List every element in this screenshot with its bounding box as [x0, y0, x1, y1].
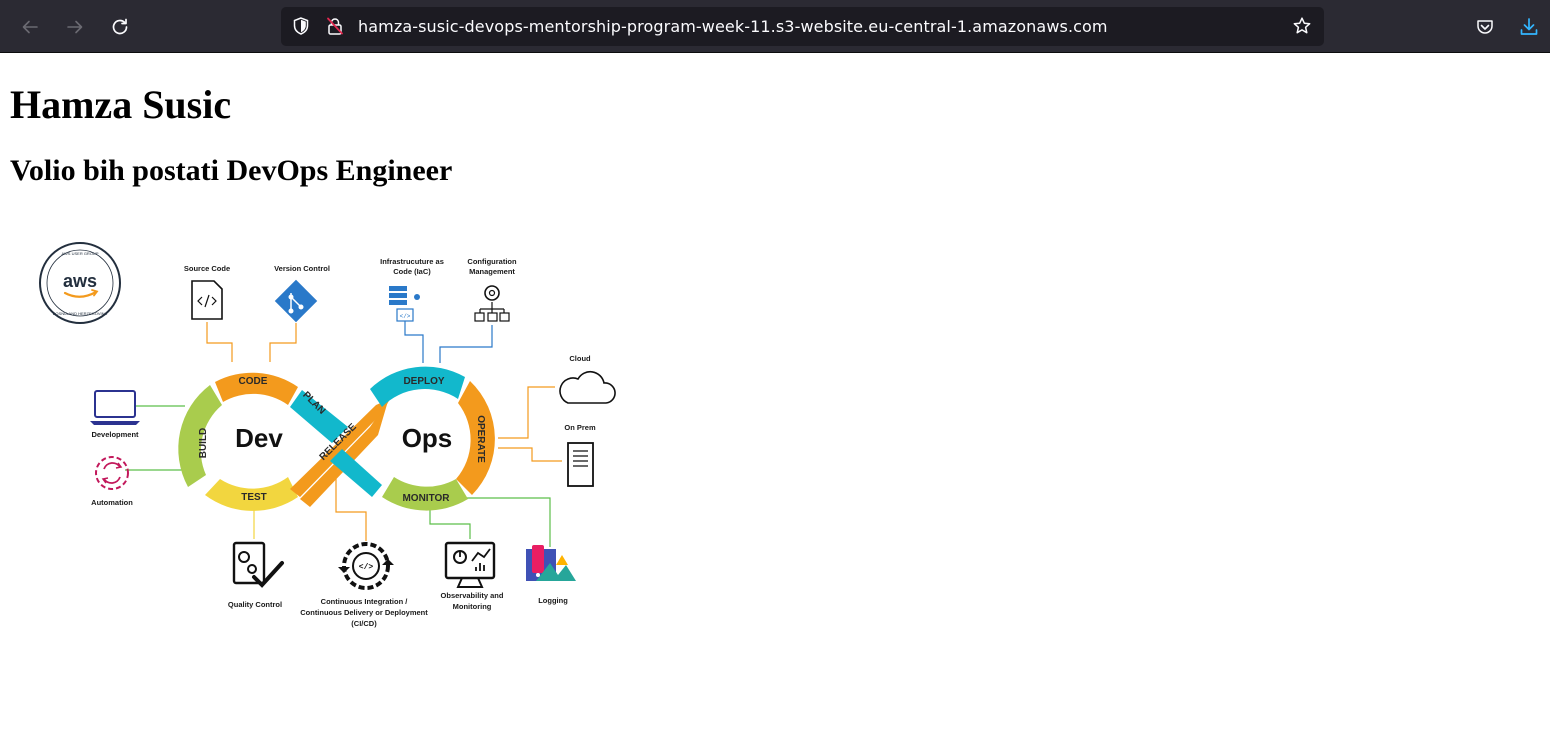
- laptop-icon: [90, 390, 140, 425]
- label-obs-line2: Monitoring: [453, 602, 492, 611]
- label-iac-line2: Code (IaC): [393, 267, 431, 276]
- label-version-control: Version Control: [274, 264, 330, 273]
- label-logging: Logging: [538, 596, 568, 605]
- label-on-prem: On Prem: [564, 423, 596, 432]
- label-iac-line1: Infrastrucuture as: [380, 257, 444, 266]
- label-development: Development: [91, 430, 139, 439]
- automation-icon: [95, 456, 129, 490]
- aws-user-group-badge: AWS USER GROUP BOSNIA AND HERZEGOVINA aw…: [39, 242, 121, 324]
- forward-button[interactable]: [59, 11, 91, 43]
- aws-ring-bottom-text: BOSNIA AND HERZEGOVINA: [53, 311, 108, 316]
- reload-icon: [112, 18, 128, 35]
- label-cloud: Cloud: [569, 354, 591, 363]
- stage-build-label: BUILD: [198, 428, 209, 459]
- insecure-lock-icon[interactable]: [325, 16, 345, 40]
- label-cicd-line1: Continuous Integration /: [321, 597, 409, 606]
- label-cicd-line3: (CI/CD): [351, 619, 377, 628]
- source-code-icon: [191, 280, 223, 320]
- stage-deploy-label: DEPLOY: [403, 376, 444, 387]
- git-icon: [274, 279, 318, 323]
- arrow-left-icon: [22, 20, 38, 34]
- aws-logo-text: aws: [63, 271, 97, 291]
- svg-text:</>: </>: [359, 563, 374, 572]
- devops-diagram: AWS USER GROUP BOSNIA AND HERZEGOVINA aw…: [39, 242, 616, 628]
- pocket-icon: [1477, 20, 1493, 34]
- arrow-right-icon: [67, 20, 83, 34]
- stage-code-label: CODE: [239, 376, 268, 387]
- bookmark-star-icon[interactable]: [1292, 16, 1312, 40]
- cicd-gear-icon: </>: [338, 542, 394, 590]
- address-bar[interactable]: hamza-susic-devops-mentorship-program-we…: [281, 7, 1324, 46]
- dev-center-label: Dev: [235, 423, 283, 453]
- page-content: Hamza Susic Volio bih postati DevOps Eng…: [0, 53, 1550, 746]
- downloads-button[interactable]: [1513, 11, 1545, 43]
- logging-icon: [526, 545, 576, 581]
- cloud-icon: [559, 370, 616, 404]
- svg-text:</>: </>: [400, 313, 411, 320]
- label-quality-control: Quality Control: [228, 600, 282, 609]
- stage-test-label: TEST: [241, 492, 267, 503]
- config-management-icon: [474, 285, 510, 322]
- stage-monitor-label: MONITOR: [402, 493, 450, 504]
- pocket-button[interactable]: [1469, 11, 1501, 43]
- back-button[interactable]: [14, 11, 46, 43]
- reload-button[interactable]: [104, 11, 136, 43]
- devops-infinity-loop: [178, 366, 495, 511]
- label-cicd-line2: Continuous Delivery or Deployment: [300, 608, 428, 617]
- ops-center-label: Ops: [402, 423, 453, 453]
- server-icon: [567, 442, 594, 487]
- quality-control-icon: [232, 541, 284, 588]
- connector-lines: [125, 317, 562, 547]
- page-title: Hamza Susic: [10, 82, 232, 127]
- label-config-line1: Configuration: [467, 257, 517, 266]
- label-obs-line1: Observability and: [441, 591, 504, 600]
- iac-icon: </>: [389, 286, 420, 322]
- label-config-line2: Management: [469, 267, 515, 276]
- tracking-protection-icon[interactable]: [291, 16, 311, 40]
- label-automation: Automation: [91, 498, 133, 507]
- browser-toolbar: hamza-susic-devops-mentorship-program-we…: [0, 0, 1550, 53]
- monitoring-icon: [444, 541, 496, 588]
- stage-operate-label: OPERATE: [475, 415, 486, 463]
- label-source-code: Source Code: [184, 264, 230, 273]
- download-icon: [1520, 18, 1538, 35]
- page-subtitle: Volio bih postati DevOps Engineer: [10, 154, 453, 187]
- url-text[interactable]: hamza-susic-devops-mentorship-program-we…: [358, 17, 1108, 36]
- aws-ring-top-text: AWS USER GROUP: [62, 251, 99, 256]
